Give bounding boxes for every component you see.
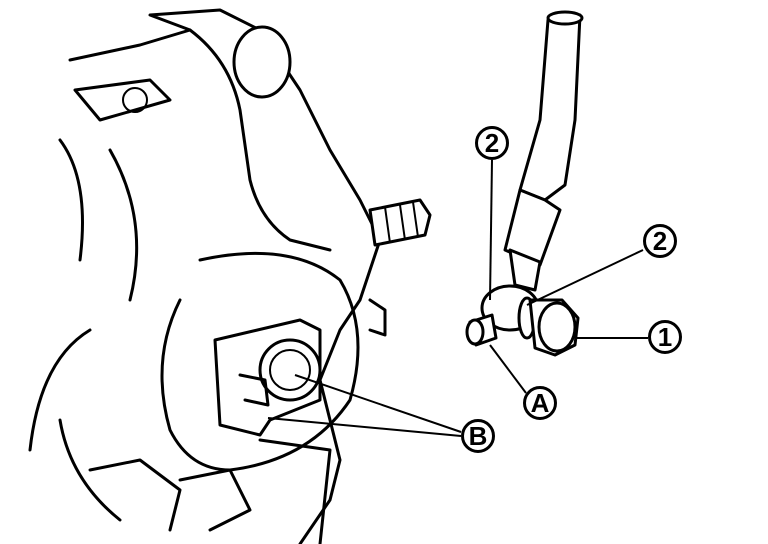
callout-hose-fitting: A [523,386,557,420]
callout-seal-lower: 2 [643,224,677,258]
brake-hose [503,10,584,292]
callout-union-bolt: 1 [648,320,682,354]
caliper-body [28,8,432,544]
callout-caliper-guide: B [461,419,495,453]
callout-seal-upper: 2 [475,126,509,160]
union-bolt-assembly [465,284,580,357]
leader-lines [267,159,648,437]
